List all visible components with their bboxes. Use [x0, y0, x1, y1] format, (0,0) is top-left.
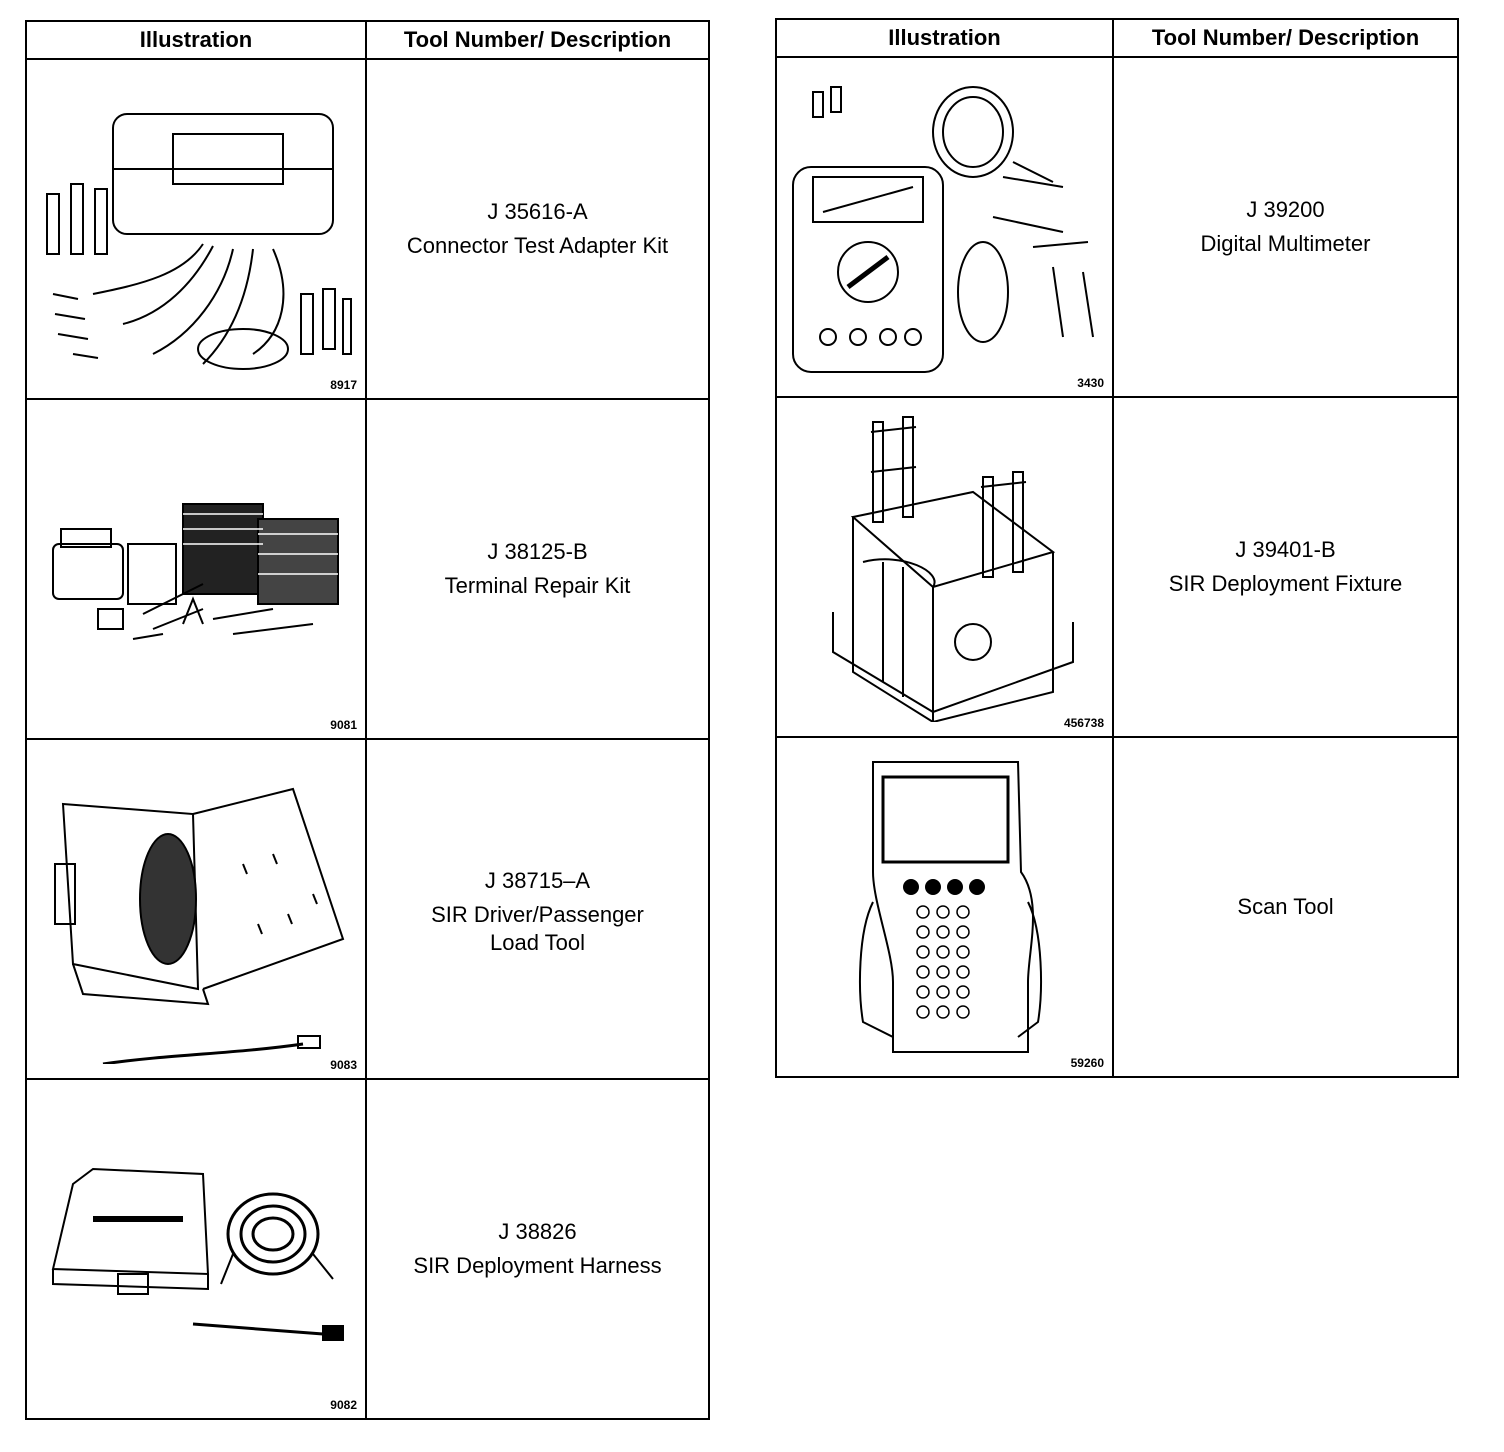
tool-description-cell: J 39200 Digital Multimeter	[1112, 56, 1459, 398]
table-row: 3430 J 39200 Digital Multimeter	[775, 56, 1459, 398]
illustration-cell: 9081	[25, 398, 367, 740]
tool-number: J 38125-B	[487, 539, 588, 564]
tool-description-cell: J 39401-B SIR Deployment Fixture	[1112, 396, 1459, 738]
figure-number: 3430	[1077, 376, 1104, 390]
tool-number: J 38715–A	[484, 868, 591, 893]
connector-test-adapter-kit-illustration	[46, 113, 352, 370]
tool-description-cell: J 38125-B Terminal Repair Kit	[365, 398, 710, 740]
tool-description: Connector Test Adapter Kit	[406, 233, 669, 258]
tool-description: Scan Tool	[1237, 894, 1334, 919]
sir-deployment-harness-illustration	[51, 1167, 344, 1341]
illustration-cell: 8917	[25, 58, 367, 400]
header-tool-number-description: Tool Number/ Description	[365, 20, 710, 60]
table-header-row: Illustration Tool Number/ Description	[775, 18, 1459, 58]
tool-description-cell: J 38715–A SIR Driver/Passenger Load Tool	[365, 738, 710, 1080]
figure-number: 9081	[330, 718, 357, 732]
table-row: 9083 J 38715–A SIR Driver/Passenger Load…	[25, 738, 710, 1080]
tool-description-cell: J 38826 SIR Deployment Harness	[365, 1078, 710, 1420]
tool-description: SIR Driver/Passenger	[431, 902, 644, 927]
tool-description: Digital Multimeter	[1200, 231, 1371, 256]
tool-description-cell: Scan Tool	[1112, 736, 1459, 1078]
tool-number: J 39401-B	[1235, 537, 1336, 562]
figure-number: 456738	[1063, 716, 1104, 730]
sir-load-tool-illustration	[54, 787, 345, 1064]
tool-description-cell: J 35616-A Connector Test Adapter Kit	[365, 58, 710, 400]
tool-description-line-2: Load Tool	[489, 930, 585, 955]
table-row: 456738 J 39401-B SIR Deployment Fixture	[775, 396, 1459, 738]
table-header-row: Illustration Tool Number/ Description	[25, 20, 710, 60]
table-row: 59260 Scan Tool	[775, 736, 1459, 1078]
tool-description: SIR Deployment Harness	[413, 1253, 662, 1278]
table-row: 8917 J 35616-A Connector Test Adapter Ki…	[25, 58, 710, 400]
tool-description: SIR Deployment Fixture	[1168, 571, 1403, 596]
table-row: 9081 J 38125-B Terminal Repair Kit	[25, 398, 710, 740]
illustration-cell: 59260	[775, 736, 1114, 1078]
tool-number: J 39200	[1246, 197, 1325, 222]
illustration-cell: 9083	[25, 738, 367, 1080]
header-illustration: Illustration	[25, 20, 367, 60]
header-illustration: Illustration	[775, 18, 1114, 58]
illustration-cell: 456738	[775, 396, 1114, 738]
digital-multimeter-illustration	[792, 86, 1094, 373]
special-tools-table-left: Illustration Tool Number/ Description 89…	[25, 20, 710, 1420]
figure-number: 8917	[330, 378, 357, 392]
tool-number: J 38826	[498, 1219, 577, 1244]
figure-number: 9083	[330, 1058, 357, 1072]
tool-description: Terminal Repair Kit	[444, 573, 631, 598]
special-tools-table-right: Illustration Tool Number/ Description 34…	[775, 18, 1459, 1078]
terminal-repair-kit-illustration	[52, 503, 339, 640]
figure-number: 59260	[1070, 1056, 1104, 1070]
table-row: 9082 J 38826 SIR Deployment Harness	[25, 1078, 710, 1420]
illustration-cell: 3430	[775, 56, 1114, 398]
scan-tool-illustration	[859, 761, 1042, 1053]
figure-number: 9082	[330, 1398, 357, 1412]
sir-deployment-fixture-illustration	[832, 416, 1074, 722]
illustration-cell: 9082	[25, 1078, 367, 1420]
tool-number: J 35616-A	[487, 199, 588, 224]
header-tool-number-description: Tool Number/ Description	[1112, 18, 1459, 58]
